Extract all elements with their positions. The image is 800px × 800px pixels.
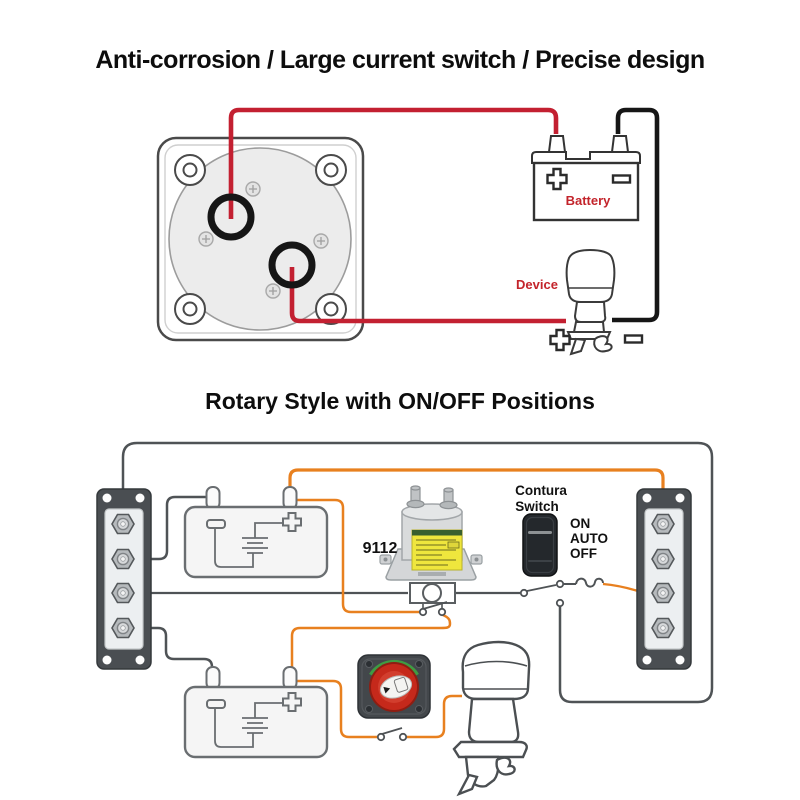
right-bus-bar (637, 489, 691, 669)
battery-label: Battery (566, 193, 612, 208)
screw-heads (198, 181, 329, 299)
solenoid-9112 (379, 485, 483, 581)
lower-diagram: 9112 Contura Switch ON AUTO OFF (97, 441, 714, 797)
solenoid-studs (406, 485, 458, 510)
device-motor-illustration (565, 248, 616, 356)
contura-rocker-switch (522, 513, 558, 577)
orange-wires (288, 468, 665, 739)
solenoid-coil-symbol (409, 582, 456, 617)
position-auto: AUTO (570, 531, 608, 546)
battery-illustration (531, 135, 641, 222)
section-title-rotary: Rotary Style with ON/OFF Positions (205, 388, 595, 414)
solenoid-yellow-label (411, 529, 463, 571)
page-title: Anti-corrosion / Large current switch / … (95, 46, 705, 74)
device-polarity-symbols (549, 328, 644, 352)
device-plus-symbol (549, 328, 571, 352)
rocker-actuator-line (528, 531, 552, 534)
changeover-switch-contacts (519, 579, 565, 608)
position-on: ON (570, 516, 590, 531)
left-bus-bar (97, 489, 151, 669)
battery-minus-symbol (611, 174, 632, 184)
switch-terminal-hole-1 (207, 193, 255, 241)
device-minus-symbol (623, 334, 644, 344)
rotary-battery-switch (357, 654, 431, 719)
contura-label-line2: Switch (515, 499, 559, 514)
black-wire-battery-device (612, 107, 660, 323)
upper-diagram: Battery Device (156, 107, 660, 356)
red-wire-battery (228, 107, 559, 219)
battery-switch-front-view (156, 136, 365, 342)
corner-mounts (174, 154, 347, 325)
battery-plus-symbol (546, 167, 568, 191)
red-wire-device (289, 267, 566, 324)
black-wires (121, 441, 714, 704)
solenoid-part-number: 9112 (363, 540, 398, 557)
rotary-switch-contacts (376, 727, 408, 742)
outboard-motor-illustration (452, 640, 531, 797)
position-off: OFF (570, 546, 597, 561)
knob-pointer (383, 686, 391, 694)
device-label: Device (516, 277, 558, 292)
contura-label-line1: Contura (515, 483, 567, 498)
switch-terminal-hole-2 (268, 241, 316, 289)
